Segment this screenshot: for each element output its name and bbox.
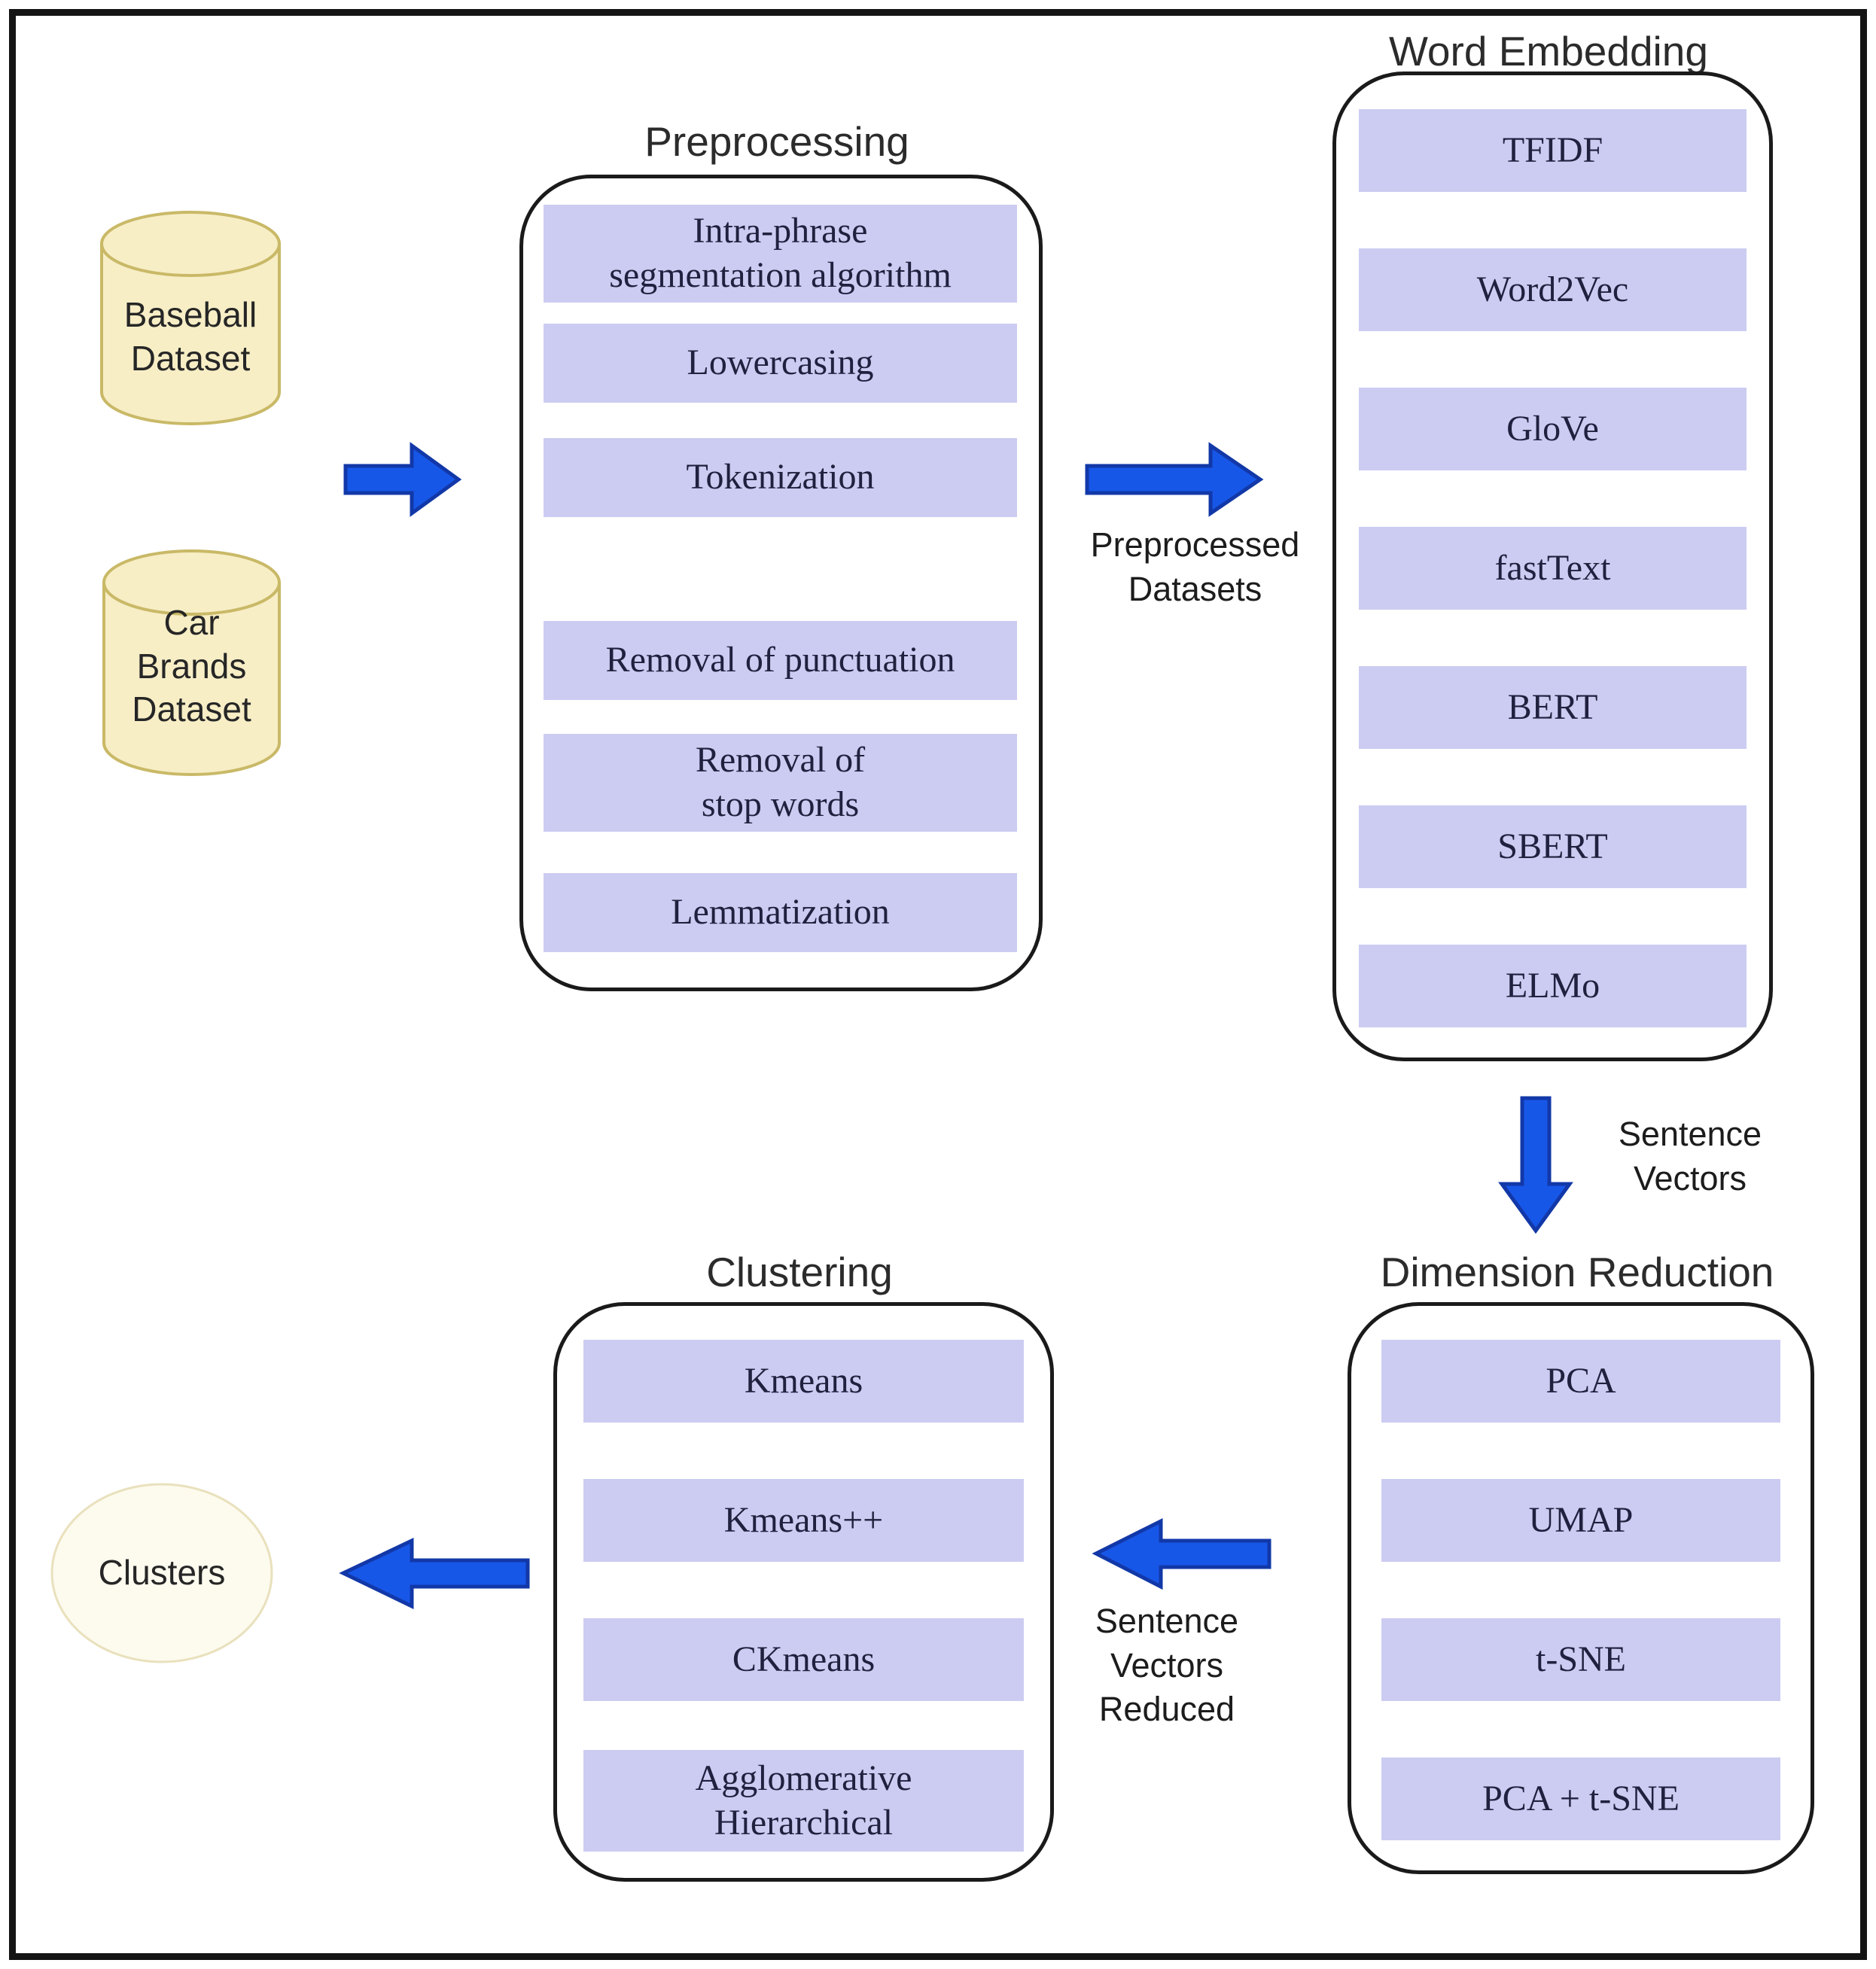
clustering-method: Agglomerative Hierarchical — [583, 1750, 1024, 1852]
clustering-method: Kmeans++ — [583, 1479, 1024, 1562]
clustering-method: CKmeans — [583, 1618, 1024, 1701]
dimension-reduction-method: UMAP — [1381, 1479, 1780, 1562]
preprocessing-step: Lemmatization — [544, 873, 1017, 952]
arrow-left-icon — [1092, 1517, 1271, 1590]
preprocessing-step: Lowercasing — [544, 324, 1017, 403]
word-embedding-method: fastText — [1359, 527, 1747, 610]
clustering-title: Clustering — [706, 1249, 893, 1295]
word-embedding-method: Word2Vec — [1359, 248, 1747, 331]
arrow-right-icon — [343, 442, 462, 517]
word-embedding-method: SBERT — [1359, 805, 1747, 888]
preprocessing-title: Preprocessing — [644, 118, 909, 165]
baseball-dataset-label: Baseball Dataset — [123, 295, 257, 378]
word-embedding-box: TFIDF Word2Vec GloVe fastText BERT SBERT… — [1332, 72, 1773, 1061]
preprocessing-step: Intra-phrase segmentation algorithm — [544, 205, 1017, 303]
dimension-reduction-box: PCA UMAP t-SNE PCA + t-SNE — [1348, 1302, 1814, 1874]
word-embedding-method: TFIDF — [1359, 109, 1747, 192]
sentence-vectors-label: Sentence Vectors — [1618, 1115, 1762, 1198]
preprocessing-step: Tokenization — [544, 438, 1017, 517]
word-embedding-method: BERT — [1359, 666, 1747, 749]
word-embedding-method: ELMo — [1359, 945, 1747, 1027]
word-embedding-title: Word Embedding — [1389, 28, 1708, 75]
preprocessing-step: Removal of stop words — [544, 734, 1017, 832]
baseball-dataset-cylinder-icon — [100, 211, 281, 425]
dimension-reduction-method: PCA — [1381, 1340, 1780, 1423]
clustering-box: Kmeans Kmeans++ CKmeans Agglomerative Hi… — [553, 1302, 1054, 1882]
preprocessing-step: Removal of punctuation — [544, 621, 1017, 700]
dimension-reduction-method: PCA + t-SNE — [1381, 1757, 1780, 1840]
dimension-reduction-title: Dimension Reduction — [1380, 1249, 1774, 1295]
arrow-down-icon — [1498, 1096, 1573, 1234]
preprocessing-box: Intra-phrase segmentation algorithm Lowe… — [519, 175, 1043, 991]
car-brands-dataset-label: Car Brands Dataset — [132, 602, 251, 729]
preprocessed-datasets-label: Preprocessed Datasets — [1090, 525, 1300, 608]
sentence-vectors-reduced-label: Sentence Vectors Reduced — [1095, 1602, 1239, 1728]
dimension-reduction-method: t-SNE — [1381, 1618, 1780, 1701]
clustering-method: Kmeans — [583, 1340, 1024, 1423]
clusters-ellipse-icon — [50, 1483, 273, 1663]
arrow-left-icon — [339, 1538, 530, 1609]
clusters-label: Clusters — [98, 1553, 226, 1593]
arrow-right-icon — [1085, 442, 1264, 517]
word-embedding-method: GloVe — [1359, 388, 1747, 470]
car-brands-dataset-cylinder-icon — [102, 549, 281, 776]
